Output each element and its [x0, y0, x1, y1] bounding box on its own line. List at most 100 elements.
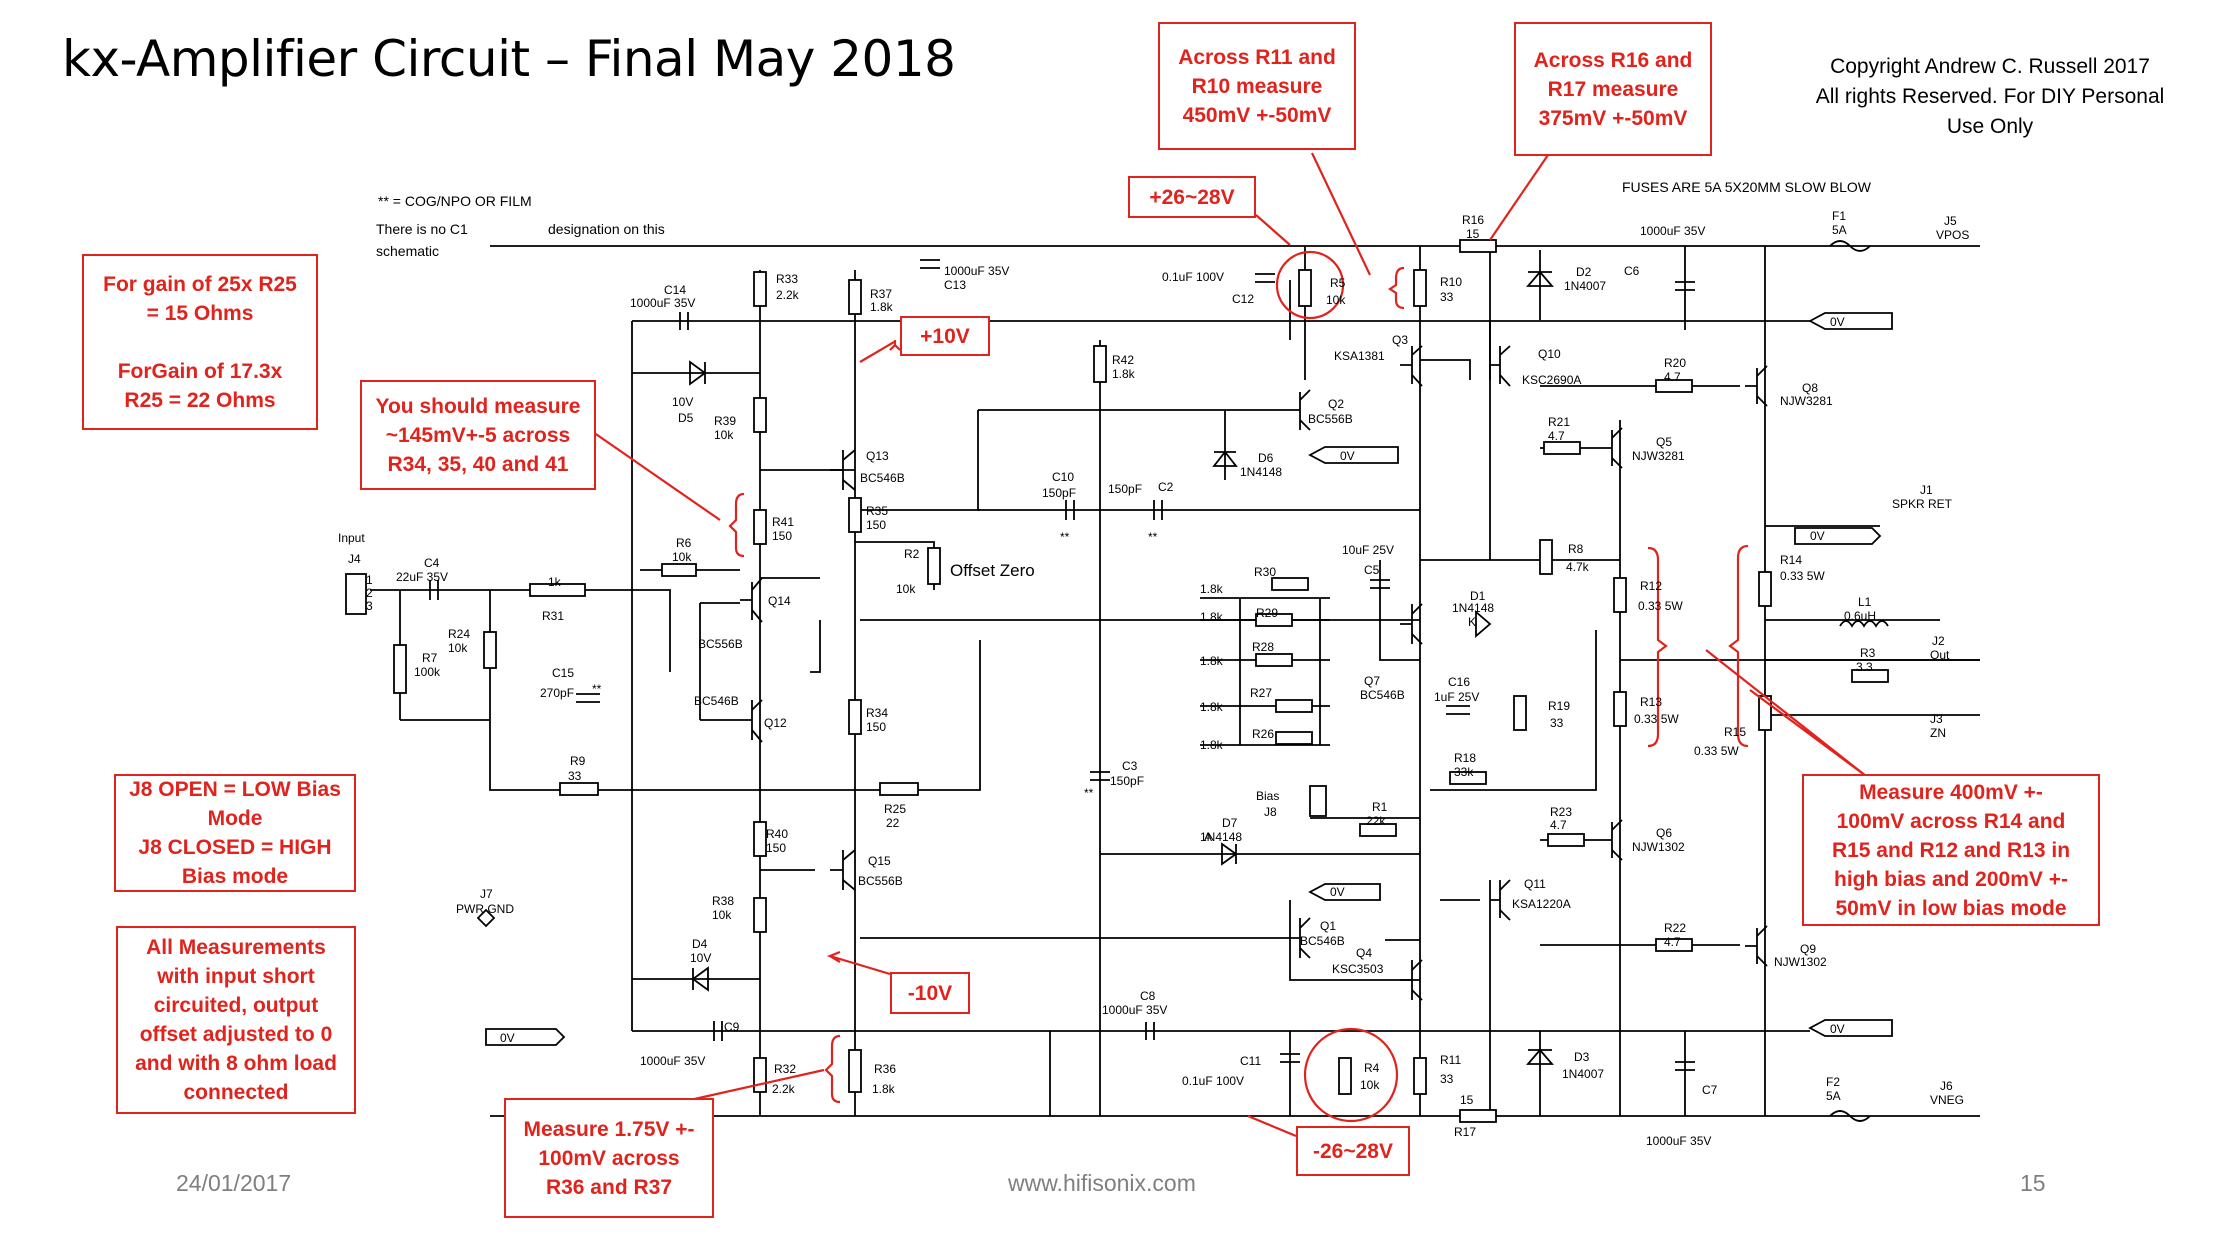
component-label: C11: [1240, 1054, 1261, 1068]
copyright-notice: Copyright Andrew C. Russell 2017 All rig…: [1800, 52, 2180, 142]
resistor-r35: [848, 497, 862, 533]
component-label: 10k: [714, 428, 734, 442]
resistor-r34: [848, 699, 862, 735]
component-label: 4.7: [1550, 818, 1567, 832]
capacitor-c2: [1153, 500, 1163, 520]
component-label: R14: [1780, 553, 1802, 567]
component-label: R7: [422, 651, 438, 665]
component-label: KSA1220A: [1512, 897, 1571, 911]
component-label: 150pF: [1108, 482, 1142, 496]
component-label: 10k: [448, 641, 468, 655]
component-label: K: [1468, 615, 1476, 629]
transistor-q6: [1600, 819, 1623, 861]
component-label: BC546B: [1300, 934, 1345, 948]
note-line: R17 measure: [1547, 77, 1679, 101]
resistor-r39: [753, 397, 767, 433]
component-label: 1.8k: [872, 1082, 896, 1096]
component-label: C6: [1624, 264, 1640, 278]
component-label: VNEG: [1930, 1093, 1964, 1107]
component-label: 0.1uF 100V: [1162, 270, 1224, 284]
component-label: 10k: [1326, 293, 1346, 307]
note-measure-r34: You should measure ~145mV+-5 across R34,…: [360, 380, 596, 490]
copyright-line: Use Only: [1946, 115, 2034, 138]
component-label: C8: [1140, 989, 1156, 1003]
component-label: 22uF 35V: [396, 570, 448, 584]
component-label: **: [592, 682, 602, 696]
note-line: +26~28V: [1149, 185, 1235, 209]
component-label: 270pF: [540, 686, 574, 700]
component-label: R5: [1330, 276, 1346, 290]
note-line: circuited, output: [153, 994, 319, 1017]
component-label: 2.2k: [772, 1082, 796, 1096]
component-label: R39: [714, 414, 736, 428]
component-label: R18: [1454, 751, 1476, 765]
component-label: 33k: [1454, 765, 1474, 779]
component-label: 1.8k: [870, 300, 894, 314]
leader-plus26: [1255, 214, 1291, 246]
component-label: Q7: [1364, 674, 1380, 688]
leader-minus10: [826, 950, 891, 976]
note-line: = 15 Ohms: [146, 301, 254, 325]
resistor-r25: [879, 782, 919, 796]
component-label: D3: [1574, 1050, 1590, 1064]
component-label: 5A: [1826, 1089, 1841, 1103]
resistor-r14: [1758, 571, 1772, 607]
component-label: R36: [874, 1062, 896, 1076]
note-line: 450mV +-50mV: [1182, 103, 1332, 127]
diode-d7: [1221, 842, 1238, 866]
port-0v-left: [485, 1028, 566, 1046]
component-label: Out: [1930, 648, 1950, 662]
transistor-q14: [740, 577, 763, 623]
component-label: 15: [1460, 1093, 1474, 1107]
transistor-q7: [1400, 603, 1423, 645]
copyright-line: All rights Reserved. For DIY Personal: [1815, 85, 2165, 108]
port-0v-label: 0V: [1810, 529, 1825, 543]
component-label: 150: [766, 841, 786, 855]
note-line: 50mV in low bias mode: [1835, 896, 2067, 920]
component-label: NJW1302: [1774, 955, 1827, 969]
leader-across-r11: [1311, 152, 1371, 276]
component-label: 10k: [896, 582, 916, 596]
note-line: -10V: [907, 981, 953, 1005]
resistor-r33: [753, 271, 767, 307]
component-label: 150pF: [1042, 486, 1076, 500]
capacitor-c12: [1255, 273, 1275, 283]
component-label: 1N4148: [1452, 601, 1494, 615]
transistor-q1: [1290, 917, 1311, 959]
component-label: C16: [1448, 675, 1470, 689]
component-label: 150: [866, 518, 886, 532]
port-0v-label: 0V: [500, 1031, 515, 1045]
component-label: SPKR RET: [1892, 497, 1953, 511]
note-line: All Measurements: [146, 936, 326, 959]
note-across-r16: Across R16 and R17 measure 375mV +-50mV: [1514, 22, 1712, 156]
note-line: 100mV across: [538, 1146, 680, 1170]
component-label: C14: [664, 283, 686, 297]
note-line: 100mV across R14 and: [1836, 809, 2066, 833]
transistor-q3: [1400, 345, 1423, 387]
footer-date: 24/01/2017: [176, 1170, 292, 1196]
note-j8-bias: J8 OPEN = LOW Bias Mode J8 CLOSED = HIGH…: [114, 774, 356, 892]
note-line: For gain of 25x R25: [103, 272, 297, 296]
offset-zero-label: Offset Zero: [950, 561, 1035, 580]
component-label: R6: [676, 536, 692, 550]
component-label: C9: [724, 1020, 740, 1034]
port-pwr-gnd: [476, 908, 496, 928]
capacitor-c5: [1370, 579, 1390, 589]
note-line: connected: [183, 1081, 289, 1104]
component-label: 33: [1440, 290, 1454, 304]
capacitor-c11: [1280, 1053, 1300, 1063]
resistor-r23: [1547, 833, 1585, 847]
component-label: C12: [1232, 292, 1254, 306]
component-label: R30: [1254, 565, 1276, 579]
component-label: Q10: [1538, 347, 1561, 361]
component-label: Q8: [1802, 381, 1818, 395]
c1-note: There is no C1: [376, 221, 468, 237]
red-annotations: [589, 152, 1867, 1138]
component-label: R16: [1462, 213, 1484, 227]
port-0v-label: 0V: [1330, 885, 1345, 899]
port-0v-bottom: [1808, 1019, 1893, 1037]
component-label: D5: [678, 411, 694, 425]
resistor-r16: [1459, 239, 1497, 253]
